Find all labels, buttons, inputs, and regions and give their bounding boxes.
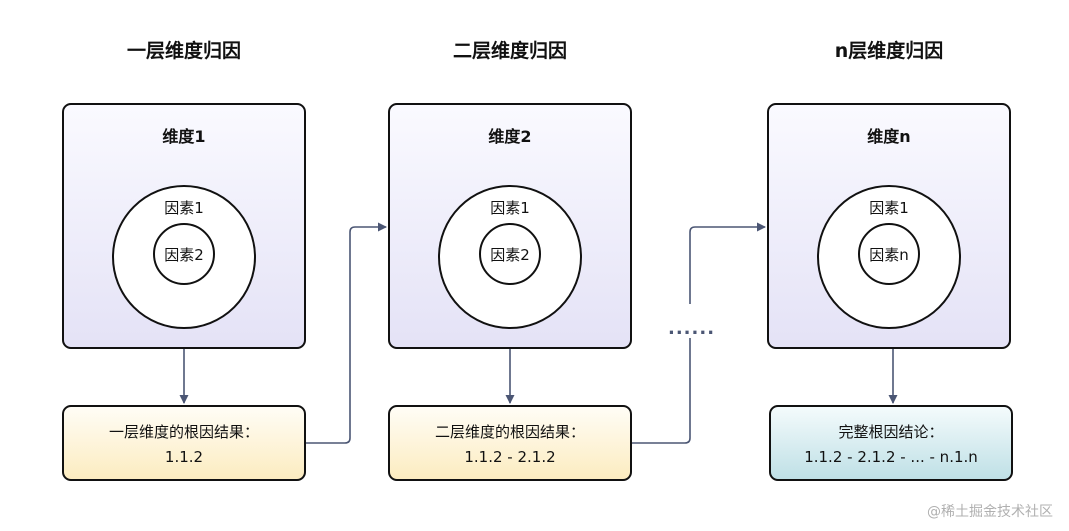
dimension-box-2: 维度2 因素1 因素2	[388, 103, 632, 349]
outer-factor-circle: 因素1 因素2	[112, 185, 256, 329]
watermark-text: @稀土掘金技术社区	[927, 504, 1053, 520]
link-arrow-ellipsis-to-n	[689, 222, 766, 304]
inner-factor-circle: 因素n	[858, 223, 920, 285]
link-arrow-1-to-2	[306, 222, 387, 444]
outer-factor-label: 因素1	[869, 199, 909, 217]
result-value: 1.1.2	[164, 447, 204, 466]
final-result-box: 完整根因结论： 1.1.2 - 2.1.2 - ... - n.1.n	[769, 405, 1013, 481]
ellipsis-dots: ......	[668, 318, 716, 339]
dimension-box-1: 维度1 因素1 因素2	[62, 103, 306, 349]
column-title-2: 二层维度归因	[452, 40, 567, 62]
result-box-1: 一层维度的根因结果： 1.1.2	[62, 405, 306, 481]
outer-factor-label: 因素1	[490, 199, 530, 217]
dimension-label: 维度n	[867, 127, 911, 146]
result-heading: 一层维度的根因结果：	[108, 422, 259, 441]
result-value: 1.1.2 - 2.1.2 - ... - n.1.n	[804, 447, 978, 466]
inner-factor-circle: 因素2	[479, 223, 541, 285]
result-heading: 二层维度的根因结果：	[434, 422, 585, 441]
result-value: 1.1.2 - 2.1.2	[464, 447, 556, 466]
outer-factor-circle: 因素1 因素2	[438, 185, 582, 329]
column-title-n: n层维度归因	[834, 40, 944, 62]
dimension-box-n: 维度n 因素1 因素n	[767, 103, 1011, 349]
inner-factor-circle: 因素2	[153, 223, 215, 285]
outer-factor-circle: 因素1 因素n	[817, 185, 961, 329]
column-title-1: 一层维度归因	[126, 40, 241, 62]
outer-factor-label: 因素1	[164, 199, 204, 217]
link-line-2-to-ellipsis	[632, 338, 691, 444]
result-box-2: 二层维度的根因结果： 1.1.2 - 2.1.2	[388, 405, 632, 481]
dimension-label: 维度1	[162, 127, 206, 146]
result-heading: 完整根因结论：	[838, 422, 944, 441]
dimension-label: 维度2	[488, 127, 532, 146]
